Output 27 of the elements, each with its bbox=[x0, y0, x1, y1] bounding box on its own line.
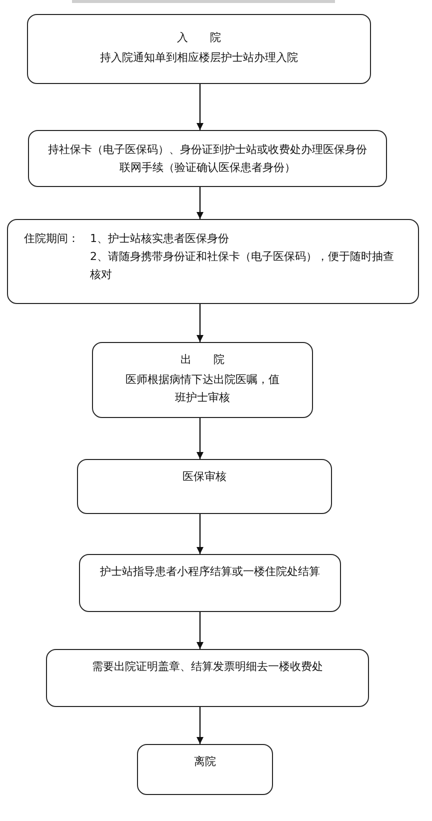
box-text: 医保审核 bbox=[182, 469, 228, 485]
arrow bbox=[196, 304, 204, 342]
process-box bbox=[27, 14, 371, 84]
arrow bbox=[196, 418, 204, 459]
arrow bbox=[196, 612, 204, 649]
box-text: 持入院通知单到相应楼层护士站办理入院 bbox=[99, 50, 299, 66]
arrow bbox=[196, 514, 204, 554]
process-box bbox=[28, 130, 387, 187]
arrow bbox=[196, 84, 204, 130]
process-box bbox=[79, 554, 341, 612]
arrow bbox=[196, 707, 204, 744]
box-text: 持社保卡（电子医保码）、身份证到护士站或收费处办理医保身份联网手续（验证确认医保患者身份） bbox=[47, 142, 368, 176]
box-text: 护士站指导患者小程序结算或一楼住院处结算 bbox=[99, 564, 321, 580]
box-heading: 出 院 bbox=[180, 352, 226, 368]
box-text: 离院 bbox=[193, 754, 217, 770]
process-box bbox=[77, 459, 332, 514]
list-item: 2、请随身携带身份证和社保卡（电子医保码），便于随时抽查核对 bbox=[90, 249, 395, 283]
process-box bbox=[137, 744, 273, 795]
process-box bbox=[92, 342, 313, 418]
box-text: 需要出院证明盖章、结算发票明细去一楼收费处 bbox=[91, 659, 324, 675]
box-text: 医师根据病情下达出院医嘱，值班护士审核 bbox=[124, 372, 280, 406]
box-heading: 入 院 bbox=[176, 30, 222, 46]
list-item: 1、护士站核实患者医保身份 bbox=[90, 231, 229, 247]
process-box bbox=[7, 219, 419, 304]
process-box bbox=[46, 649, 369, 707]
arrow bbox=[196, 187, 204, 219]
box-heading: 住院期间： bbox=[24, 231, 80, 247]
